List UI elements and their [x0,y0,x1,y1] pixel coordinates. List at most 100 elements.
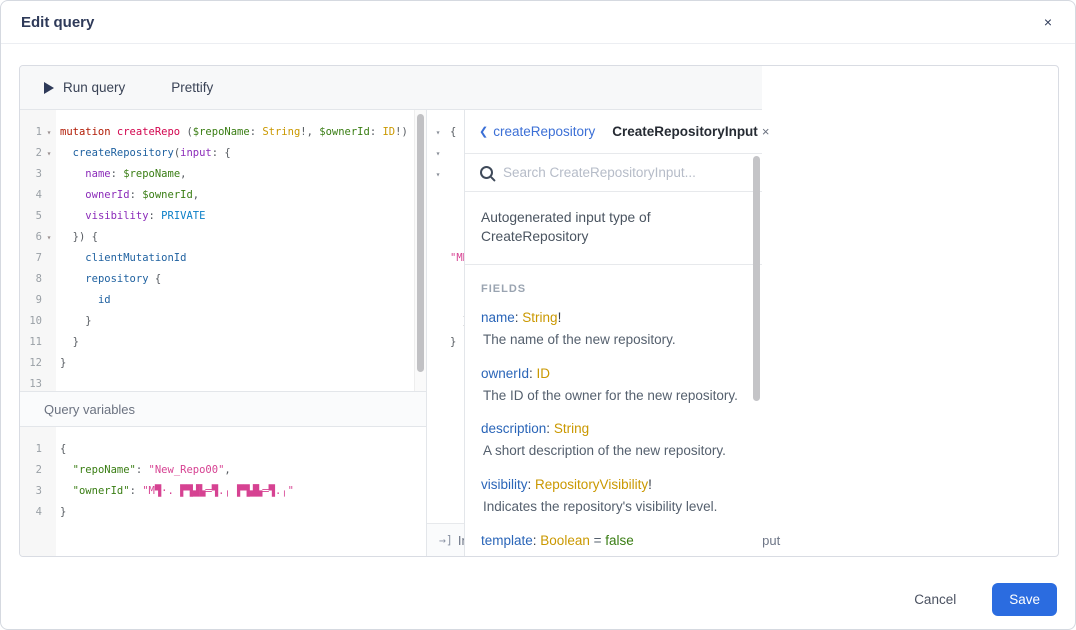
query-variables-header[interactable]: Query variables [20,391,426,427]
query-editor-scrollbar[interactable] [414,110,426,391]
code-token [60,273,85,285]
field-signature: description: String [481,420,746,438]
field-description: The ID of the owner for the new reposito… [483,387,738,403]
code-token: : { [211,147,231,159]
code-token: : [148,210,162,222]
code-token: : [129,189,143,201]
line-number-gutter [20,110,56,391]
code-token [60,189,85,201]
code-token: ( [173,147,181,159]
code-line: ▾{ [430,122,464,143]
code-token: String [262,126,301,138]
code-token: id [97,294,111,306]
save-button[interactable]: Save [992,583,1057,616]
code-token: } [60,315,92,327]
field-type-link[interactable]: Boolean [540,533,590,549]
code-line: } [430,290,464,311]
fold-arrow-icon[interactable]: ▾ [46,233,52,242]
code-line: 10 } [20,311,426,332]
docs-back-link[interactable]: ❮ createRepository [479,124,595,139]
code-line: ▾ "createRepository": { [430,164,464,185]
field-entry-visibility: visibility: RepositoryVisibility!Indicat… [481,476,746,518]
docs-type-description: Autogenerated input type of CreateReposi… [481,210,651,245]
fold-arrow-icon [42,311,56,332]
fold-arrow-icon [42,248,56,269]
cancel-button[interactable]: Cancel [908,591,962,608]
field-type-link[interactable]: String [553,421,590,437]
graphiql-shell: Run query Prettify 1▾mutation createRepo… [19,65,1059,557]
play-icon [44,81,54,94]
scrollbar-thumb[interactable] [417,114,424,372]
code-token [60,294,98,306]
field-type-link[interactable]: ID [536,365,551,381]
fold-arrow-icon [42,502,56,523]
response-viewer: ▾{▾ "data": {▾ "createRepository": { "cl… [427,110,464,523]
docs-close-icon[interactable]: × [761,124,770,139]
non-null-bang: ! [648,477,652,493]
chevron-left-icon: ❮ [479,126,489,138]
run-query-button[interactable]: Run query [44,80,125,95]
code-token: } [450,315,464,327]
fold-arrow-icon [42,290,56,311]
line-number: 6 [35,231,42,243]
scrollbar-thumb[interactable] [753,156,760,401]
code-token [60,464,73,476]
fold-arrow-icon[interactable]: ▾ [435,149,441,158]
field-name-link[interactable]: description [481,421,547,437]
close-icon[interactable]: × [1043,14,1053,30]
line-number: 2 [35,147,42,159]
colon: : [527,477,536,493]
code-token: , [180,168,187,180]
code-token: { [148,273,162,285]
fold-arrow-icon [430,206,446,227]
prettify-button[interactable]: Prettify [171,80,213,95]
code-line: 6▾ }) { [20,227,426,248]
code-token: "MDEw▚.▞▞▗─▀▛▙▄▜▖▞▗▖▙▄▜▖▞ ▗ ▙▄▜▗▞ ▗ " [450,252,464,264]
field-description: A short description of the new repositor… [483,443,726,459]
code-line: 13 [20,374,426,391]
code-line: } [430,311,464,332]
docs-search-box[interactable]: Search CreateRepositoryInput... [465,154,762,192]
variables-actions-bar: →]Import variables[→Save variables[→Use … [427,523,780,556]
field-name-link[interactable]: template [481,533,533,549]
code-token: "repoName" [72,464,136,476]
code-token [450,231,464,243]
code-token: $repoName [123,168,181,180]
fold-arrow-icon[interactable]: ▾ [435,128,441,137]
line-number: 12 [29,357,42,369]
code-token [450,168,464,180]
field-type-link[interactable]: String [522,309,558,325]
docs-scrollbar[interactable] [752,156,760,556]
docs-back-label: createRepository [493,124,596,139]
code-token: $ownerId [319,126,370,138]
code-line: "clientMutationId": null, [430,185,464,206]
code-token: $ownerId [142,189,193,201]
fold-arrow-icon [42,374,56,391]
code-token [450,210,464,222]
field-name-link[interactable]: name [481,309,515,325]
field-name-link[interactable]: visibility [481,477,528,493]
code-token: visibility [85,210,149,222]
colon: : [546,421,554,437]
query-editor[interactable]: 1▾mutation createRepo ($repoName: String… [20,110,426,391]
fold-arrow-icon[interactable]: ▾ [435,170,441,179]
line-number: 1 [35,126,42,138]
fold-arrow-icon[interactable]: ▾ [46,128,52,137]
fields-section-label: FIELDS [481,282,527,295]
fold-arrow-icon [430,332,446,353]
line-number: 13 [29,378,42,390]
variables-editor[interactable]: 1{2 "repoName": "New_Repo00",3 "ownerId"… [20,427,426,556]
line-number: 2 [35,464,42,476]
prettify-label: Prettify [171,80,214,95]
editor-toolbar: Run query Prettify [20,66,762,110]
fold-arrow-icon [42,206,56,227]
fold-arrow-icon[interactable]: ▾ [46,149,52,158]
line-number: 3 [35,485,42,497]
fold-arrow-icon [42,164,56,185]
field-type-link[interactable]: RepositoryVisibility [535,477,649,493]
code-token [450,147,463,159]
line-number: 11 [29,336,42,348]
field-name-link[interactable]: ownerId [481,365,530,381]
